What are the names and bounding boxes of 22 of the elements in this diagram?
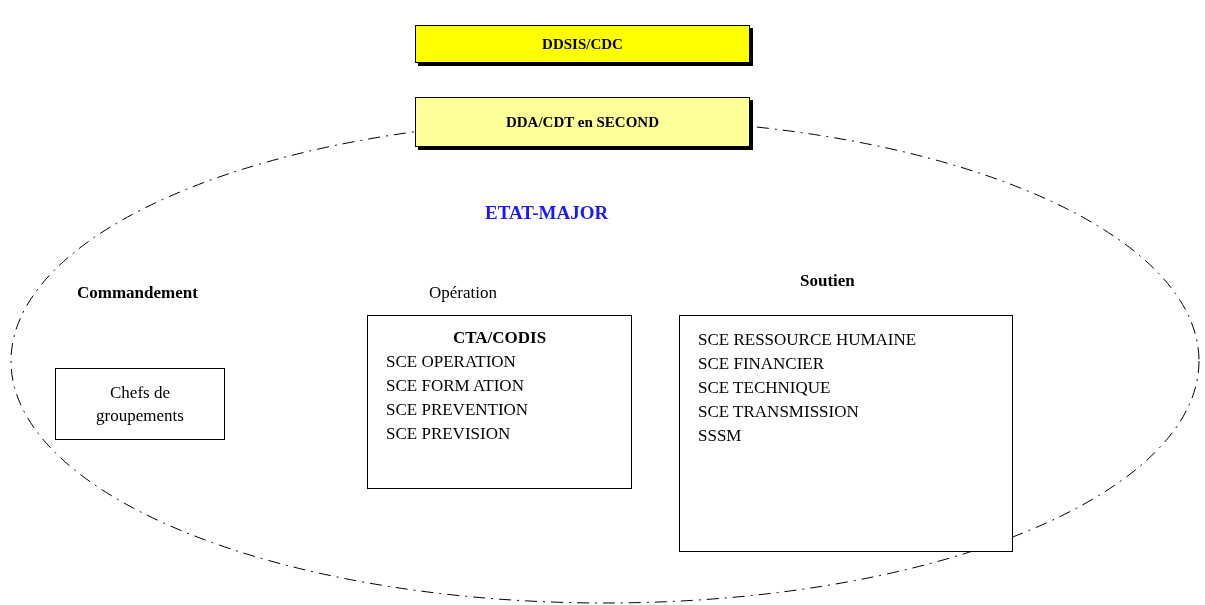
title-box — [415, 97, 750, 147]
department-box — [679, 315, 1013, 552]
list-item: SCE PREVENTION — [386, 399, 529, 421]
list-item: SSSM — [698, 425, 742, 447]
title-box — [415, 25, 750, 63]
list-item: SCE FINANCIER — [698, 353, 825, 375]
box-title: DDA/CDT en SECOND — [505, 113, 660, 131]
box-heading: CTA/CODIS — [452, 327, 547, 349]
list-item: SCE TRANSMISSION — [698, 401, 859, 423]
department-box — [367, 315, 632, 489]
column-heading: Commandement — [77, 283, 198, 303]
list-item: SCE OPERATION — [386, 351, 516, 373]
list-item: SCE PREVISION — [386, 423, 511, 445]
column-heading: Soutien — [800, 271, 855, 291]
list-item: SCE TECHNIQUE — [698, 377, 831, 399]
list-item: SCE RESSOURCE HUMAINE — [698, 329, 917, 351]
box-label: Chefs de groupements — [95, 382, 185, 427]
department-box — [55, 368, 225, 440]
list-item: SCE FORM ATION — [386, 375, 524, 397]
column-heading: Opération — [429, 283, 497, 303]
box-title: DDSIS/CDC — [542, 35, 623, 53]
section-title: ETAT-MAJOR — [485, 202, 609, 224]
